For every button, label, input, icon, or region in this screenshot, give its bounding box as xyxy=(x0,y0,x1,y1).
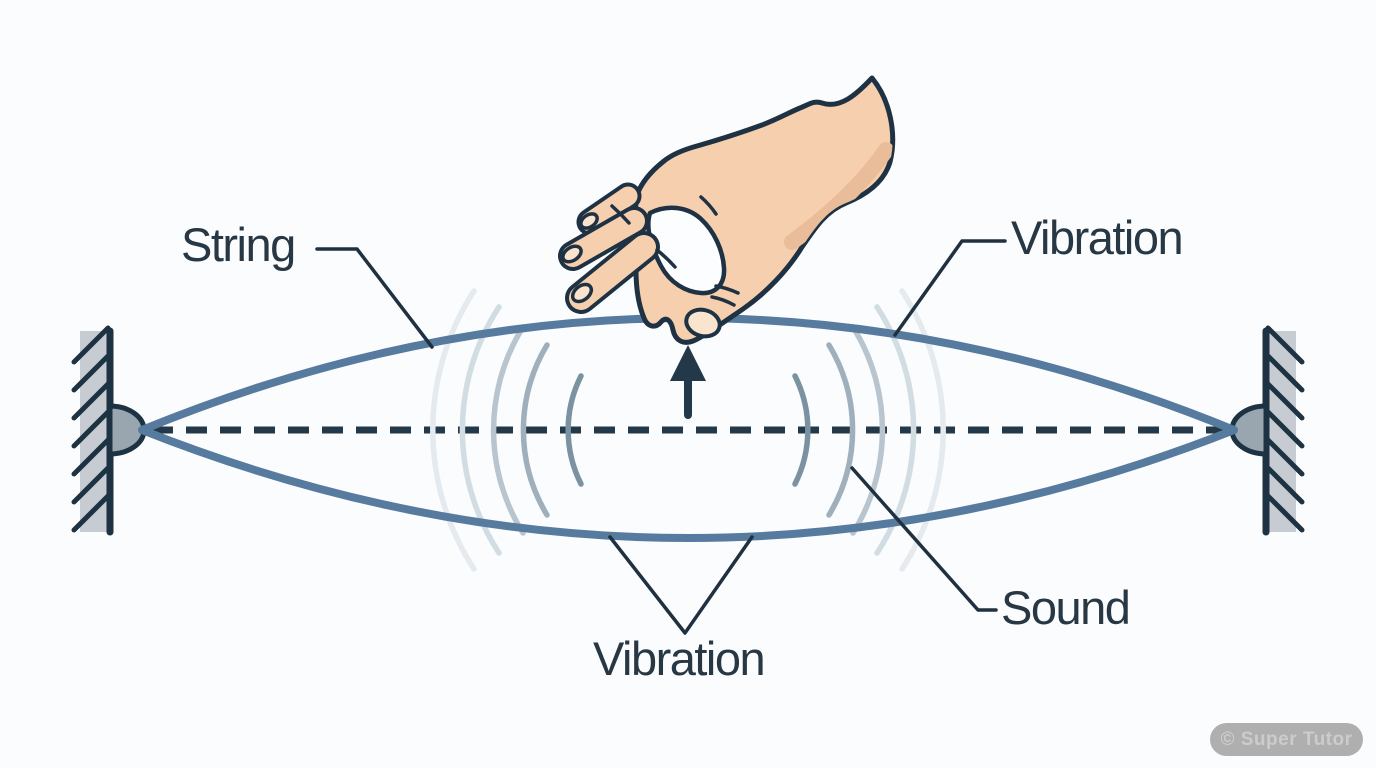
sound-wave-arc xyxy=(850,324,886,536)
sound-wave-arc xyxy=(520,342,550,518)
wrist-shade xyxy=(784,142,893,250)
string-lower-curve xyxy=(138,426,1238,542)
label-string: String xyxy=(181,218,296,271)
left-wall xyxy=(71,325,147,536)
ring-nail xyxy=(561,244,583,264)
leader-line-string xyxy=(315,247,434,349)
folded-fingers xyxy=(558,182,660,314)
sound-wave-arc xyxy=(826,342,856,518)
leader-line-vibration-top xyxy=(893,239,1007,337)
label-vibration-top: Vibration xyxy=(1011,211,1184,264)
middle-nail xyxy=(570,282,594,304)
hand-creases xyxy=(610,195,740,307)
sound-wave-arc xyxy=(899,288,946,572)
hand-illustration xyxy=(558,75,896,345)
sound-wave-arc xyxy=(792,373,811,487)
left-wall-hatching xyxy=(71,325,111,533)
pinky-nail xyxy=(579,212,599,230)
fingernails xyxy=(561,212,722,339)
leader-line-vibration-bottom xyxy=(608,535,754,635)
sound-waves-left xyxy=(430,288,584,572)
leader-line-sound xyxy=(850,466,998,612)
right-wall xyxy=(1229,325,1305,536)
sound-wave-arc xyxy=(430,288,477,572)
label-sound: Sound xyxy=(1001,581,1131,634)
watermark-badge: © Super Tutor xyxy=(1210,723,1363,756)
label-vibration-bottom: Vibration xyxy=(593,632,766,685)
pluck-up-arrow-icon xyxy=(670,345,706,419)
thumb-nail xyxy=(684,307,722,339)
sound-wave-arc xyxy=(565,373,584,487)
right-wall-hatching xyxy=(1265,325,1305,533)
sound-wave-arc xyxy=(490,324,526,536)
